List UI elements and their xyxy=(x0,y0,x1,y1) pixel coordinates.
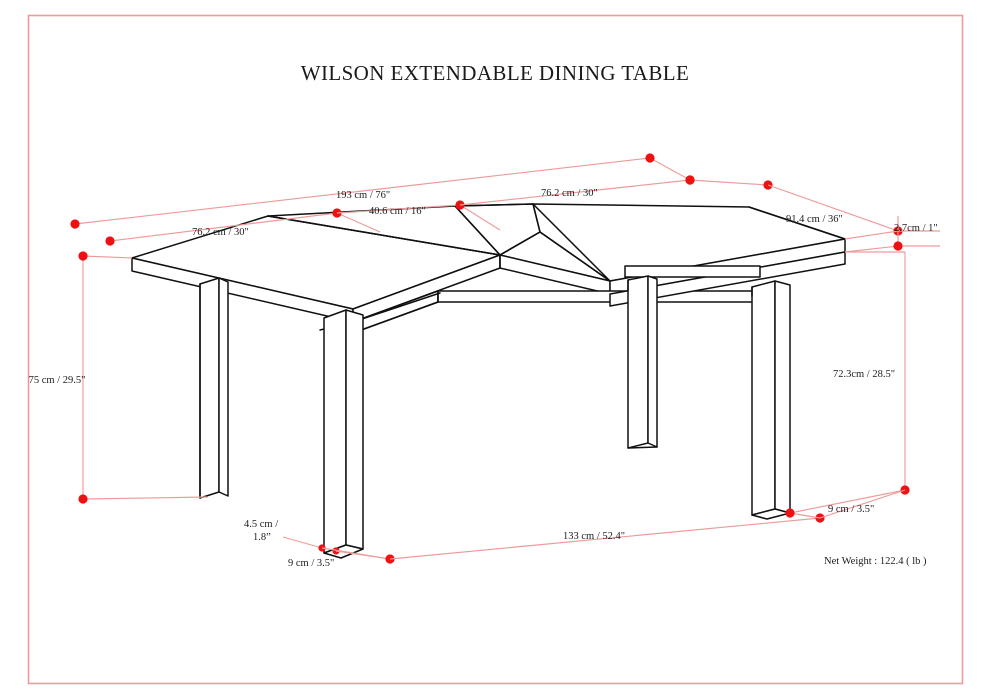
dim-dot-thickness-bottom xyxy=(893,241,903,251)
dim-line-right-panel xyxy=(459,179,691,206)
leg-far-left-face xyxy=(199,277,220,499)
dim-leader-height-left-bottom xyxy=(82,496,209,500)
dimension-top-left-panel: 76.2 cm / 30" xyxy=(105,208,381,246)
dim-leader-leg-depth-right xyxy=(789,512,821,519)
page-border-frame xyxy=(27,14,964,685)
dim-label-top-left-panel-width: 76.2 cm / 30" xyxy=(192,227,249,238)
apron-diagonal-b xyxy=(352,301,439,334)
tabletop-leaf-diag-seam xyxy=(499,231,541,256)
dim-label-top-thickness: 2.7cm / 1" xyxy=(894,223,938,234)
dim-line-leg-depth-right xyxy=(819,489,906,519)
dim-line-leg-depth-front-b xyxy=(335,550,391,560)
dim-line-top-overall xyxy=(74,157,651,225)
dim-label-leg-height-right: 72.3cm / 28.5" xyxy=(833,369,895,380)
leg-front-left-side xyxy=(345,309,364,550)
leg-far-left-side xyxy=(218,277,229,497)
dim-dot-left-panel-left xyxy=(105,236,115,246)
dimension-leg-span-length: 133 cm / 52.4" xyxy=(389,513,825,560)
dim-line-thickness-lower xyxy=(844,245,899,253)
apron-diagonal-a xyxy=(352,292,441,323)
dimension-annotations: 193 cm / 76" 76.2 cm / 30" 40.6 cm / 16" xyxy=(29,153,940,569)
apron-front-run xyxy=(437,290,761,303)
dim-dot-height-left-top xyxy=(78,251,88,261)
dim-label-leg-span-length: 133 cm / 52.4" xyxy=(563,531,625,542)
dimension-top-right-panel: 76.2 cm / 30" xyxy=(459,175,695,206)
dim-dot-top-overall-mid xyxy=(645,153,655,163)
dim-leader-leaf xyxy=(459,204,501,231)
tabletop-seam-right xyxy=(539,231,611,282)
dim-label-top-overall-width: 193 cm / 76" xyxy=(336,190,390,201)
dim-line-leaf xyxy=(336,204,461,214)
tabletop-leaf-top-seam xyxy=(454,203,534,207)
dim-line-thickness-upper xyxy=(844,230,899,240)
tabletop-seam-leaf-right xyxy=(532,203,541,233)
dimension-leg-depth-right: 9 cm / 3.5" xyxy=(785,489,906,519)
dim-leader-height-left-top xyxy=(82,255,133,259)
dim-label-top-depth: 91.4 cm / 36" xyxy=(786,214,843,225)
dim-leader-leg-width xyxy=(282,536,323,549)
tabletop-seam-leaf-left xyxy=(454,205,501,256)
dim-label-leg-depth-front: 9 cm / 3.5" xyxy=(288,558,334,569)
dimension-top-thickness: 2.7cm / 1" xyxy=(844,216,940,253)
dim-leader-left-panel xyxy=(336,212,381,233)
leg-front-right-side xyxy=(774,280,791,514)
dim-dot-height-left-bottom xyxy=(78,494,88,504)
apron-right-return xyxy=(609,251,846,307)
table-illustration xyxy=(131,203,846,559)
leg-back-right-face xyxy=(627,275,649,449)
leg-front-right-face xyxy=(751,280,776,516)
dim-label-overall-height-left: 75 cm / 29.5" xyxy=(29,375,86,386)
dim-dot-top-overall-left xyxy=(70,219,80,229)
apron-back-run xyxy=(624,265,761,278)
dim-leader-height-right-bottom xyxy=(789,489,906,514)
leg-front-left-face xyxy=(323,309,347,554)
dimension-overall-height-left: 75 cm / 29.5" xyxy=(29,251,209,504)
dim-label-leg-depth-right: 9 cm / 3.5" xyxy=(828,504,874,515)
dim-line-left-panel xyxy=(109,212,338,242)
dim-leader-top-overall-right xyxy=(649,157,691,181)
net-weight-label: Net Weight : 122.4 ( lb ) xyxy=(824,556,927,567)
dim-dot-leg-depth-right-left xyxy=(785,508,795,518)
dim-label-top-right-panel-width: 76.2 cm / 30" xyxy=(541,188,598,199)
dim-line-top-overall-right-ext xyxy=(689,179,769,186)
dim-label-top-leaf-width: 40.6 cm / 16" xyxy=(369,206,426,217)
dim-label-leg-width-left-line1: 4.5 cm / xyxy=(244,519,278,530)
dim-dot-right-panel-right xyxy=(685,175,695,185)
leg-back-right-side xyxy=(647,275,658,448)
tabletop-seam-left xyxy=(267,215,501,256)
leg-back-right-foot xyxy=(627,446,658,449)
dimension-leg-height-right: 72.3cm / 28.5" xyxy=(789,251,910,514)
dim-line-depth xyxy=(767,184,899,232)
dim-line-leg-span xyxy=(389,517,821,560)
page-title: WILSON EXTENDABLE DINING TABLE xyxy=(301,61,689,85)
dim-label-leg-width-left-line2: 1.8” xyxy=(253,532,271,543)
